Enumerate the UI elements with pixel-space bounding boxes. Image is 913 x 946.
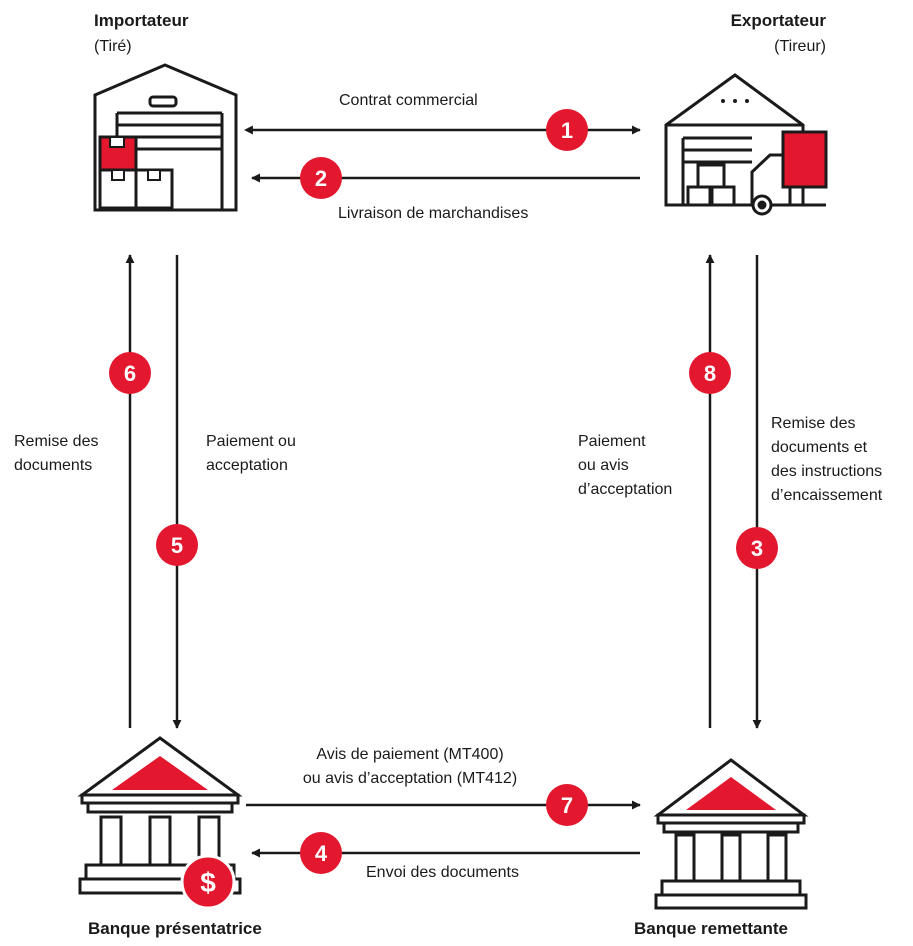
step-badge-1: 1	[546, 109, 588, 151]
docs-to-importer-line1: Remise des	[14, 433, 99, 450]
payment-exporter-line2: ou avis	[578, 457, 629, 474]
step-badge-6: 6	[109, 352, 151, 394]
bank-icon-remitting	[653, 758, 809, 910]
docs-instructions-line1: Remise des	[771, 415, 856, 432]
exporter-role: (Tireur)	[774, 38, 826, 55]
step-badge-3: 3	[736, 527, 778, 569]
delivery-label: Livraison de marchandises	[338, 205, 529, 222]
step-8-number: 8	[704, 361, 716, 386]
step-badge-4: 4	[300, 832, 342, 874]
step-7-number: 7	[561, 793, 573, 818]
notice-line2: ou avis d’acceptation (MT412)	[302, 770, 518, 787]
warehouse-icon	[93, 63, 238, 212]
importer-title: Importateur	[94, 11, 189, 30]
dollar-icon: $	[180, 854, 236, 910]
step-badge-5: 5	[156, 524, 198, 566]
docs-instructions-line2: documents et	[771, 439, 868, 456]
step-5-number: 5	[171, 533, 183, 558]
step-badge-2: 2	[300, 157, 342, 199]
step-6-number: 6	[124, 361, 136, 386]
step-4-number: 4	[315, 841, 328, 866]
payment-exporter-line3: d’acceptation	[578, 481, 673, 498]
payment-importer-line2: acceptation	[206, 457, 288, 474]
remitting-bank-title: Banque remettante	[634, 919, 788, 938]
docs-instructions-line4: d’encaissement	[771, 487, 883, 504]
notice-line1: Avis de paiement (MT400)	[316, 746, 504, 763]
step-badge-8: 8	[689, 352, 731, 394]
contract-label: Contrat commercial	[339, 92, 478, 109]
docs-instructions-line3: des instructions	[771, 463, 883, 480]
exporter-title: Exportateur	[730, 11, 826, 30]
docs-to-importer-line2: documents	[14, 457, 93, 474]
sending-docs-label: Envoi des documents	[366, 864, 519, 881]
payment-importer-line1: Paiement ou	[206, 433, 296, 450]
dollar-symbol: $	[200, 867, 216, 898]
payment-exporter-line1: Paiement	[578, 433, 646, 450]
step-3-number: 3	[751, 536, 763, 561]
presenting-bank-title: Banque présentatrice	[88, 919, 262, 938]
step-2-number: 2	[315, 166, 327, 191]
warehouse-truck-icon	[664, 73, 828, 216]
step-1-number: 1	[561, 118, 573, 143]
importer-role: (Tiré)	[94, 38, 132, 55]
step-badge-7: 7	[546, 784, 588, 826]
